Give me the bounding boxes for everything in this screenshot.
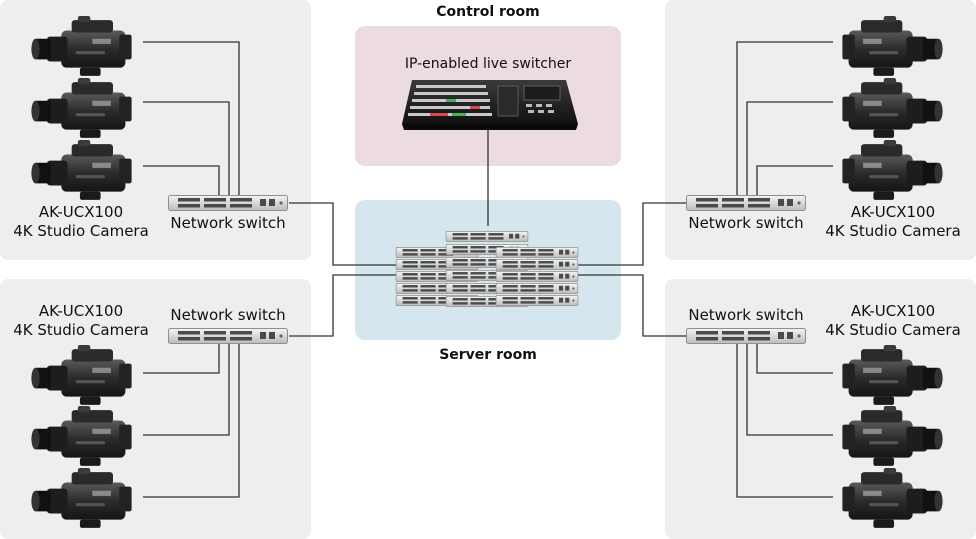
network-switch-label: Network switch (688, 306, 804, 324)
live-switcher-label: IP-enabled live switcher (404, 56, 572, 72)
camera-type-label: 4K Studio Camera (825, 222, 961, 240)
network-switch-icon (686, 328, 806, 344)
camera-type-label: 4K Studio Camera (13, 222, 149, 240)
camera-type-label: 4K Studio Camera (825, 321, 961, 339)
control-room-title: Control room (436, 4, 540, 20)
network-switch-icon (168, 328, 288, 344)
camera-model-label: AK-UCX100 (38, 203, 124, 221)
network-switch-label: Network switch (170, 306, 286, 324)
cameras-top-left (31, 16, 132, 200)
network-switch-label: Network switch (170, 214, 286, 232)
network-switch-icon (686, 195, 806, 211)
server-room-title: Server room (439, 347, 537, 363)
camera-model-label: AK-UCX100 (850, 203, 936, 221)
cameras-bottom-left (31, 345, 132, 528)
network-switch-icon (168, 195, 288, 211)
connection-lines (143, 41, 833, 498)
live-switcher-icon (402, 80, 578, 130)
network-switch-label: Network switch (688, 214, 804, 232)
cameras-top-right (842, 16, 942, 200)
camera-model-label: AK-UCX100 (850, 302, 936, 320)
camera-model-label: AK-UCX100 (38, 302, 124, 320)
camera-type-label: 4K Studio Camera (13, 321, 149, 339)
cameras-bottom-right (842, 345, 942, 528)
